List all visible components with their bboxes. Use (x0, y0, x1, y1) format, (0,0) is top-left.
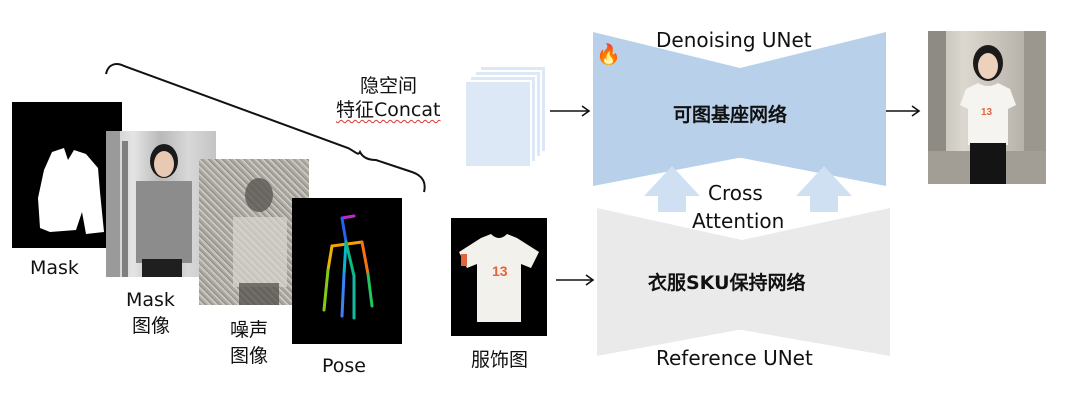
concat-note-line2: 特征Concat (336, 99, 441, 121)
reference-unet-title: Reference UNet (656, 346, 813, 370)
noise-image-label-line2: 图像 (230, 345, 269, 367)
denoising-unet-shape (593, 32, 886, 186)
noise-image (199, 159, 309, 305)
arrows (550, 105, 921, 286)
cross-attention-line1: Cross (708, 181, 763, 205)
concat-brace (105, 63, 426, 193)
masked-image-label-line2: 图像 (132, 315, 171, 337)
cross-attention-line2: Attention (692, 209, 785, 233)
masked-image-label-line1: Mask (126, 289, 175, 311)
noise-image-label-line1: 噪声 (230, 319, 269, 341)
pose-label: Pose (322, 355, 366, 377)
denoising-unet-title: Denoising UNet (656, 28, 812, 52)
mask-label: Mask (30, 257, 79, 279)
cross-attention-arrow-left (644, 166, 700, 212)
result-image: 13 (928, 31, 1046, 184)
garment-label: 服饰图 (471, 349, 529, 371)
latent-stack-layer (464, 80, 532, 168)
reference-unet-body: 衣服SKU保持网络 (648, 272, 806, 294)
pose-image (292, 198, 402, 344)
masked-image (106, 131, 216, 277)
cross-attention-arrow-right (796, 166, 852, 212)
reference-unet-shape (597, 208, 890, 356)
fire-icon: 🔥 (596, 42, 621, 66)
concat-note-line1: 隐空间 (360, 75, 418, 97)
garment-image: 13 (451, 218, 547, 336)
mask-image (12, 102, 122, 248)
garment-logo-text: 13 (492, 263, 508, 279)
denoising-unet-body: 可图基座网络 (673, 104, 788, 126)
result-logo-text: 13 (981, 107, 993, 118)
